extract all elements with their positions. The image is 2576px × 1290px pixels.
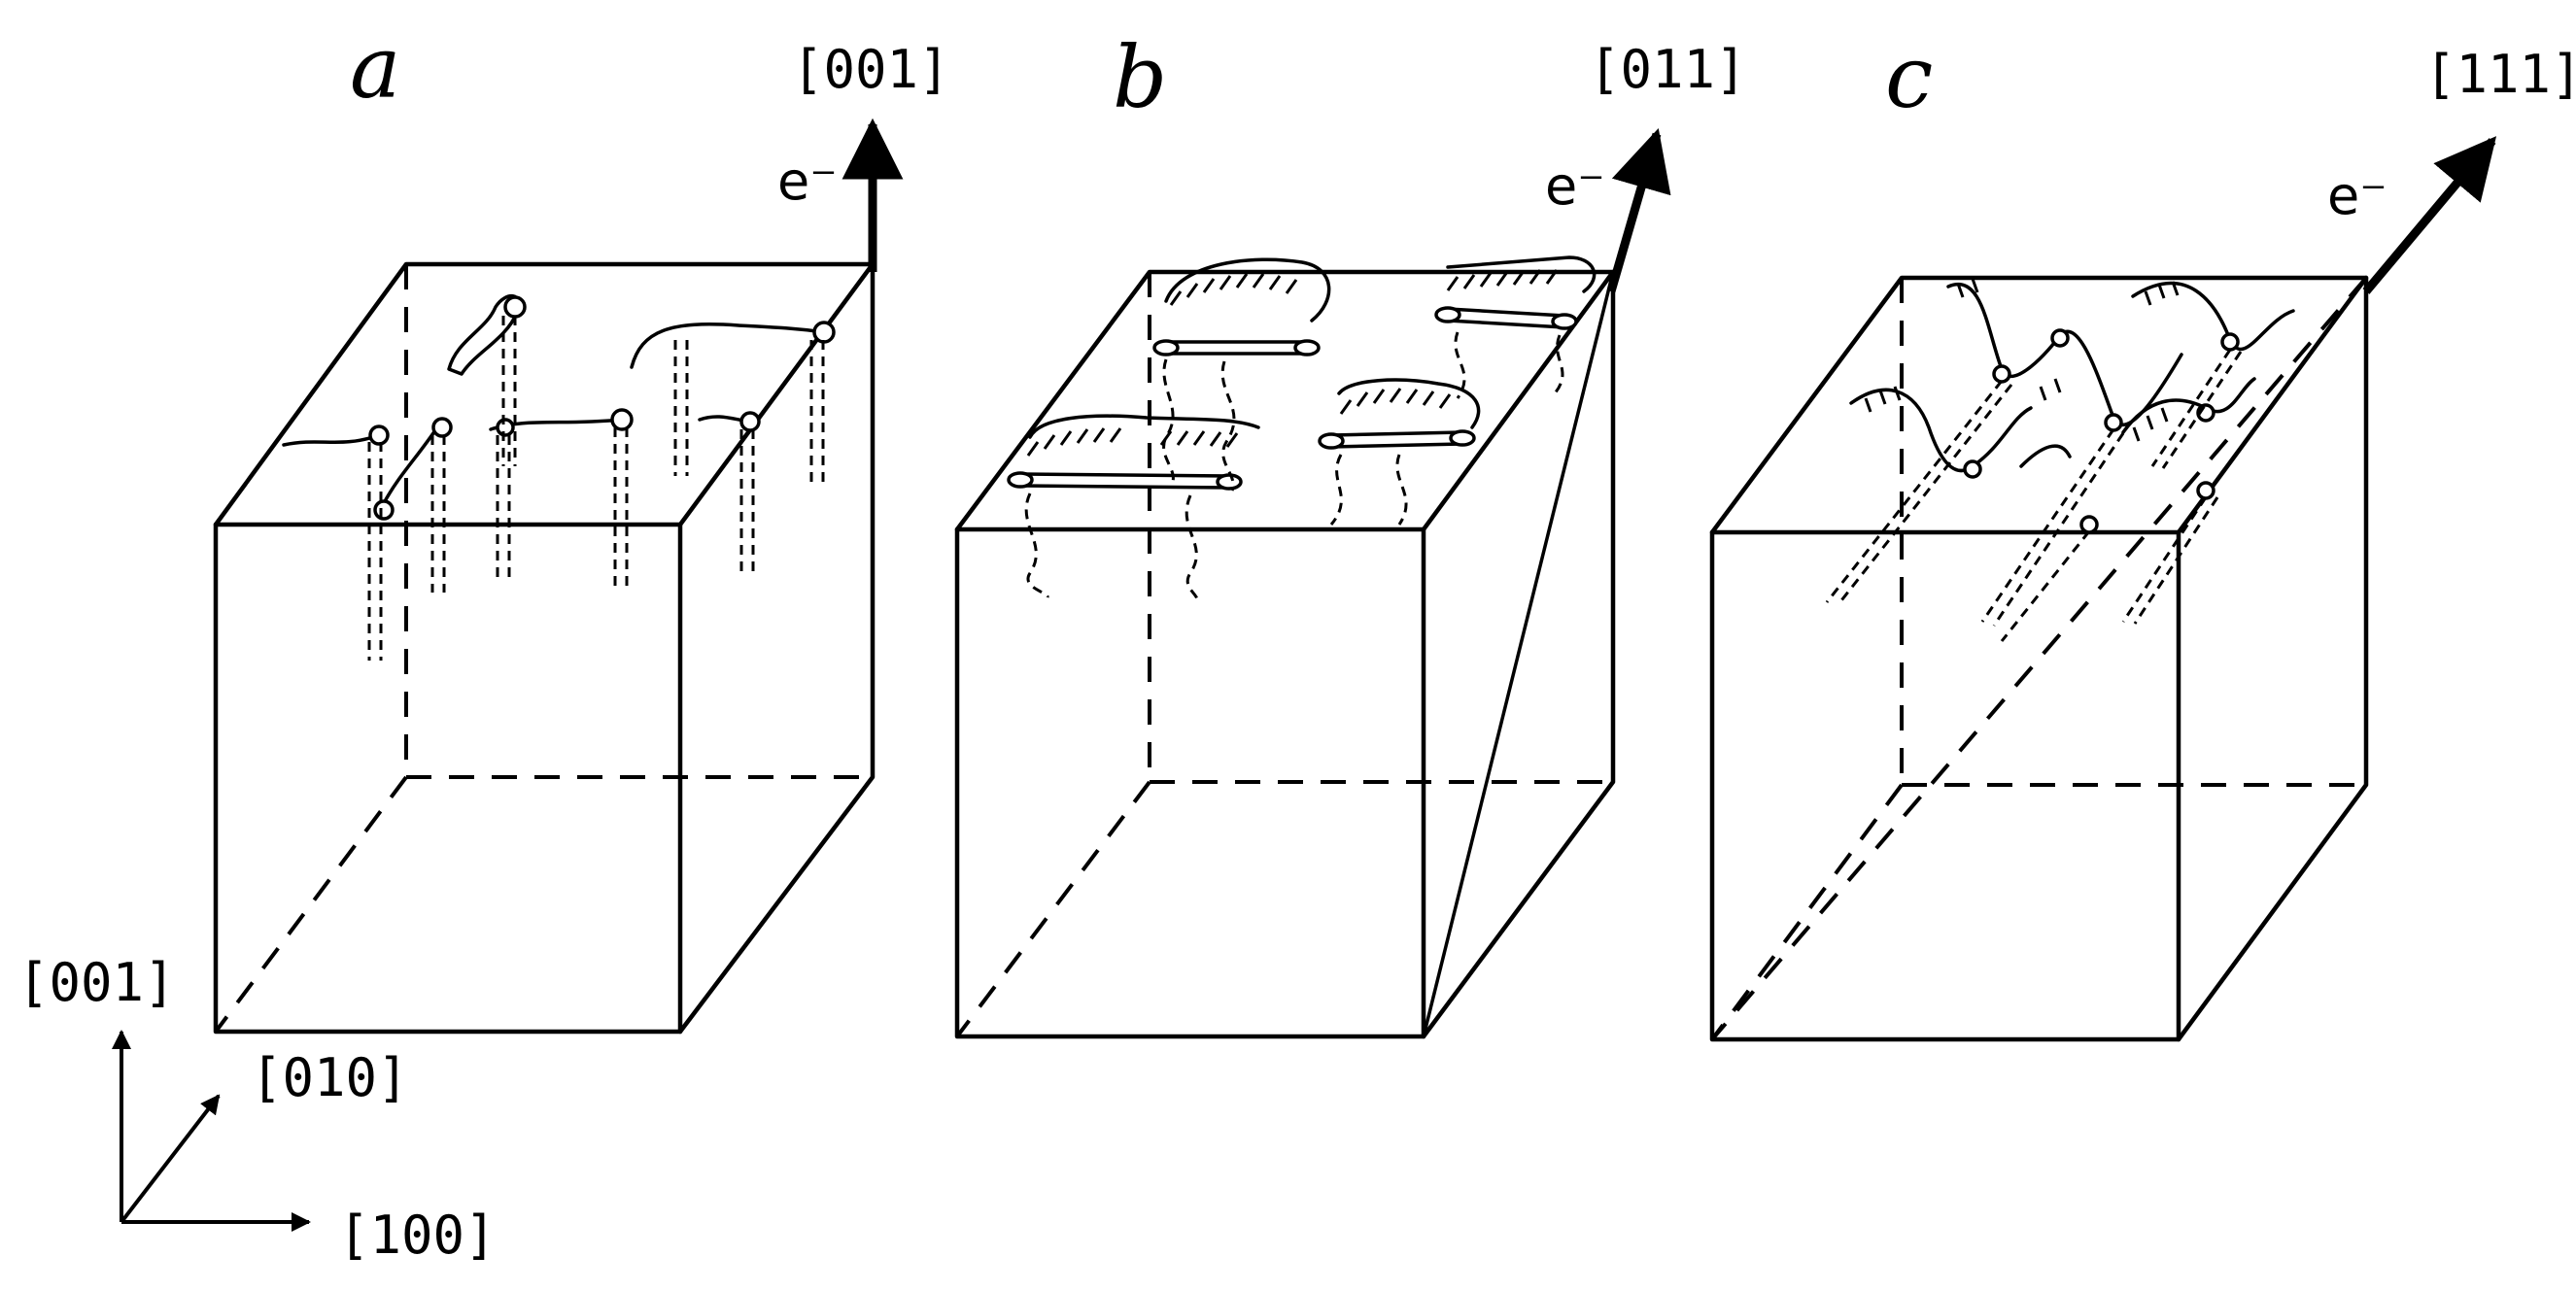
- panel-c-cube-side: [2176, 275, 2369, 1042]
- panel-a-dislocation-line: [382, 425, 439, 505]
- panel-b-hidden-edge: [955, 780, 1151, 1038]
- panel-b-letter: b: [1113, 27, 1167, 127]
- panel-a-dislocation-line: [282, 433, 381, 447]
- axis-diagonal-label: [010]: [251, 1047, 409, 1108]
- panel-b-cube-front: [954, 526, 1426, 1039]
- panel-c: c [111] e⁻: [1709, 27, 2576, 1042]
- panel-c-body-diagonal: [1710, 276, 2368, 1041]
- panel-b-beam-arrow: [1606, 127, 1671, 293]
- panel-c-beam-label: e⁻: [2327, 165, 2387, 226]
- panel-b-hatched-regions: [1026, 255, 1597, 457]
- panel-b-diagonal-plane: [1422, 271, 1615, 1037]
- panel-b-direction-label: [011]: [1589, 39, 1747, 100]
- panel-b-cube-side: [1421, 269, 1616, 1039]
- panel-a-cube-top: [213, 261, 876, 527]
- panel-c-hidden-edge: [1710, 783, 1904, 1041]
- panel-a-beam-label: e⁻: [777, 151, 838, 212]
- panel-a-cube-front: [213, 522, 683, 1035]
- panel-b-beam-label: e⁻: [1545, 155, 1605, 217]
- panel-a-direction-label: [001]: [792, 39, 950, 100]
- axis-vertical-label: [001]: [17, 952, 176, 1013]
- panel-a-dislocation-line: [630, 322, 826, 369]
- panel-a-cube-side: [677, 261, 876, 1035]
- coordinate-axes: [001] [010] [100]: [17, 952, 497, 1266]
- panel-a-loop: [368, 424, 390, 446]
- panel-a-loop: [431, 417, 453, 438]
- panel-a-loop: [812, 321, 836, 344]
- panel-a-descending-defects: [367, 316, 825, 661]
- axis-diagonal-arrow: [120, 1094, 221, 1224]
- panel-a-loop: [503, 295, 527, 319]
- panel-b: b [011] e⁻: [954, 27, 1747, 1039]
- panel-a-letter: a: [350, 17, 400, 118]
- panel-c-cube-top: [1709, 275, 2369, 535]
- panel-c-loops: [1963, 328, 2240, 534]
- panel-a-loop: [373, 499, 395, 521]
- panel-a-loop: [610, 408, 634, 431]
- panel-c-descending-defects: [1825, 349, 2243, 642]
- panel-a-loop: [739, 411, 761, 432]
- panel-b-descending-defects: [1024, 331, 1564, 603]
- panel-b-cube-top: [954, 269, 1616, 532]
- panel-c-beam-arrow: [2362, 136, 2497, 294]
- panel-c-direction-label: [111]: [2424, 44, 2576, 105]
- panel-b-loops: [1007, 306, 1578, 491]
- panel-c-letter: c: [1885, 27, 1933, 127]
- panel-a-hidden-edge: [214, 775, 408, 1034]
- panel-a: a [001] e⁻: [213, 17, 950, 1035]
- axis-horizontal-label: [100]: [338, 1205, 497, 1266]
- panel-a-loop: [496, 418, 515, 437]
